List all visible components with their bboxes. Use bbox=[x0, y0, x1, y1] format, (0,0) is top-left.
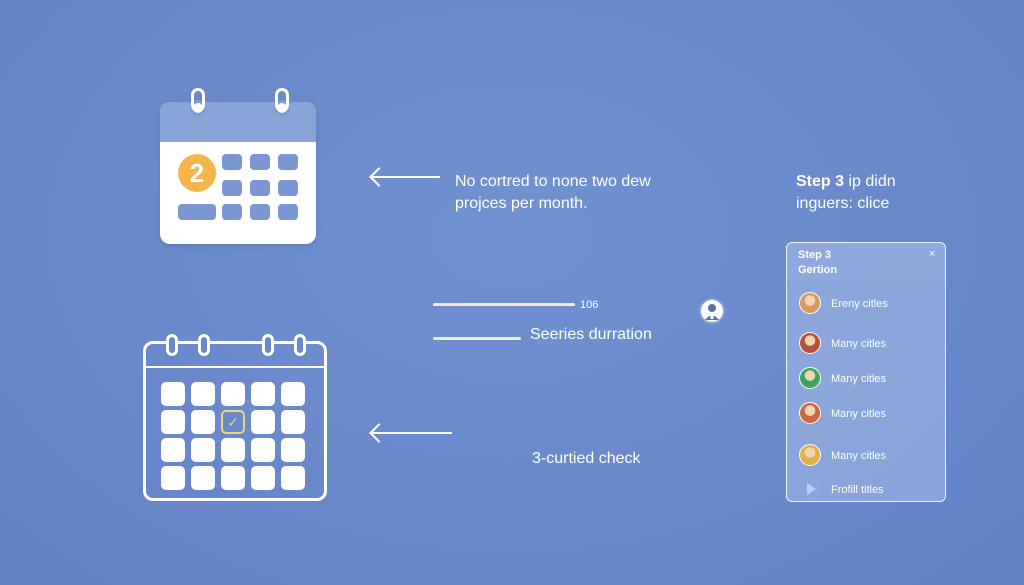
panel-title: Step 3 bbox=[798, 249, 832, 261]
calendar-day-cell bbox=[191, 466, 215, 490]
avatar-icon bbox=[799, 402, 821, 424]
calendar-day-cell bbox=[281, 466, 305, 490]
list-item[interactable]: Many citles bbox=[787, 402, 943, 426]
list-item[interactable]: Many citles bbox=[787, 367, 943, 391]
calendar-ring bbox=[198, 334, 210, 356]
step-heading-line-1: Step 3 ip didn bbox=[796, 171, 896, 193]
progress-bar-1 bbox=[433, 303, 575, 306]
calendar-day-cell bbox=[250, 204, 270, 220]
progress-bar-1-label: 106 bbox=[580, 299, 599, 311]
calendar-day-cell bbox=[278, 154, 298, 170]
panel-subtitle: Gertion bbox=[798, 264, 838, 276]
description-line-1: No cortred to none two dew bbox=[455, 173, 651, 190]
calendar-day-cell bbox=[161, 438, 185, 462]
calendar-number-badge: 2 bbox=[178, 154, 216, 192]
list-item-label: Many citles bbox=[831, 373, 887, 385]
description-text: No cortred to none two dew projces per m… bbox=[455, 171, 651, 215]
calendar-day-cell bbox=[191, 438, 215, 462]
calendar-day-cell bbox=[278, 180, 298, 196]
calendar-day-cell bbox=[161, 382, 185, 406]
calendar-day-cell bbox=[281, 382, 305, 406]
panel-header bbox=[787, 243, 945, 281]
step-heading: Step 3 ip didn inguers: clice bbox=[796, 171, 896, 215]
list-item-label: Many citles bbox=[831, 450, 887, 462]
arrow-left-icon bbox=[369, 423, 389, 443]
list-item[interactable]: Many citles bbox=[787, 444, 943, 468]
calendar-ring bbox=[262, 334, 274, 356]
list-item[interactable]: Frofill titles bbox=[787, 478, 943, 502]
list-item-label: Frofill titles bbox=[831, 484, 884, 496]
play-icon bbox=[799, 478, 821, 500]
calendar-day-cell bbox=[278, 204, 298, 220]
calendar-ring bbox=[166, 334, 178, 356]
calendar-day-cell bbox=[281, 410, 305, 434]
step-heading-bold: Step 3 bbox=[796, 173, 845, 190]
calendar-day-cell bbox=[191, 410, 215, 434]
step-heading-line-2: inguers: clice bbox=[796, 195, 890, 212]
calendar-day-cell bbox=[221, 438, 245, 462]
calendar-header bbox=[160, 102, 316, 142]
list-item[interactable]: Many citles bbox=[787, 332, 943, 356]
calendar-day-cell bbox=[221, 382, 245, 406]
calendar-day-cell bbox=[191, 382, 215, 406]
user-avatar-icon[interactable] bbox=[699, 298, 725, 324]
calendar-day-cell bbox=[161, 410, 185, 434]
arrow-left-line bbox=[370, 176, 440, 178]
list-item-label: Ereny citles bbox=[831, 298, 888, 310]
calendar-day-cell bbox=[250, 180, 270, 196]
calendar-ring-right bbox=[275, 88, 289, 112]
check-label: 3-curtied check bbox=[532, 450, 641, 467]
calendar-day-cell bbox=[222, 180, 242, 196]
calendar-divider bbox=[146, 366, 324, 368]
description-line-2: projces per month. bbox=[455, 195, 588, 212]
step-heading-rest: ip didn bbox=[844, 173, 896, 190]
calendar-day-cell bbox=[251, 410, 275, 434]
calendar-day-cell bbox=[251, 466, 275, 490]
avatar-icon bbox=[799, 367, 821, 389]
list-item[interactable]: Ereny citles bbox=[787, 292, 943, 316]
close-icon[interactable]: × bbox=[929, 248, 936, 260]
calendar-day-cell bbox=[161, 466, 185, 490]
person-icon bbox=[705, 304, 719, 320]
avatar-icon bbox=[799, 292, 821, 314]
calendar-day-cell bbox=[221, 466, 245, 490]
calendar-day-cell bbox=[222, 154, 242, 170]
calendar-checked-cell: ✓ bbox=[221, 410, 245, 434]
progress-bar-2 bbox=[433, 337, 521, 340]
avatar-icon bbox=[799, 444, 821, 466]
calendar-icon-monthly: 2 bbox=[160, 88, 316, 244]
calendar-day-cell bbox=[281, 438, 305, 462]
calendar-day-cell bbox=[222, 204, 242, 220]
calendar-icon-grid: ✓ bbox=[143, 334, 327, 501]
series-duration-label: Seeries durration bbox=[530, 326, 652, 343]
avatar-icon bbox=[799, 332, 821, 354]
list-item-label: Many citles bbox=[831, 338, 887, 350]
arrow-left-icon bbox=[369, 167, 389, 187]
calendar-day-cell bbox=[251, 438, 275, 462]
calendar-day-cell bbox=[251, 382, 275, 406]
calendar-day-cell bbox=[250, 154, 270, 170]
list-item-label: Many citles bbox=[831, 408, 887, 420]
calendar-day-cell bbox=[178, 204, 216, 220]
arrow-left-line bbox=[370, 432, 452, 434]
calendar-ring bbox=[294, 334, 306, 356]
calendar-ring-left bbox=[191, 88, 205, 112]
